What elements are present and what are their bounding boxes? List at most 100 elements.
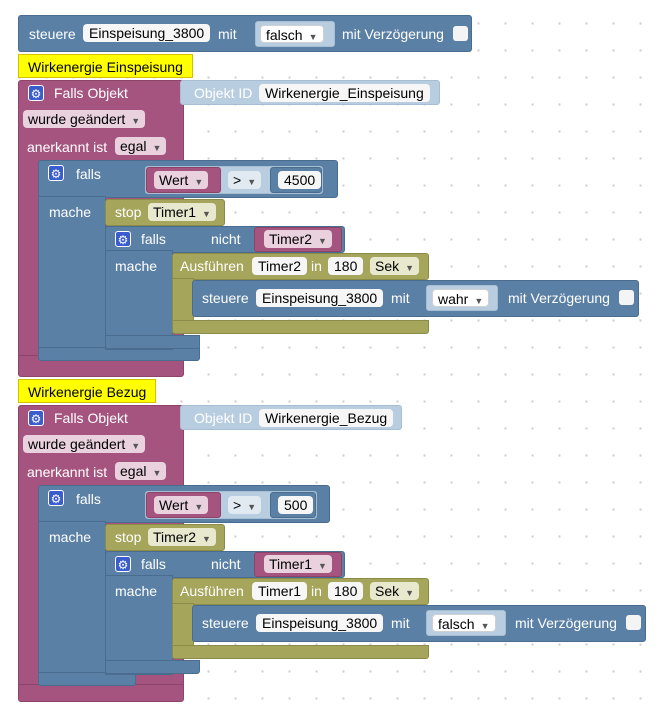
- number-field[interactable]: 500: [278, 496, 314, 514]
- dropdown-arrow-icon: ▼: [405, 263, 415, 273]
- objekt-id-field[interactable]: Wirkenergie_Bezug: [259, 409, 394, 427]
- dropdown-arrow-icon: ▼: [474, 296, 484, 306]
- mit-label: mit: [391, 615, 410, 631]
- dropdown-arrow-icon: ▼: [194, 177, 204, 187]
- target-object-field[interactable]: Einspeisung_3800: [83, 24, 211, 42]
- amount-field[interactable]: 180: [328, 257, 364, 275]
- acknowledged-label: anerkannt ist: [27, 139, 108, 155]
- gear-icon[interactable]: ⚙: [28, 85, 44, 101]
- wert-dropdown[interactable]: Wert ▼: [154, 496, 209, 514]
- not-timer-dropdown[interactable]: Timer1 ▼: [264, 555, 332, 573]
- dropdown-arrow-icon: ▼: [405, 588, 415, 598]
- operator-text: >: [233, 497, 242, 513]
- control-value-dropdown[interactable]: falsch ▼: [432, 614, 496, 632]
- changed-text: wurde geändert: [28, 111, 126, 127]
- run-block-2-bottom: [172, 645, 429, 659]
- stop-timer-text: Timer2: [153, 529, 197, 545]
- delay-label: mit Verzögerung: [342, 26, 444, 42]
- checkbox-icon[interactable]: [619, 290, 634, 305]
- top-control-block[interactable]: steuere Einspeisung_3800 mit falsch▼ mit…: [18, 15, 472, 52]
- mit-label: mit: [391, 290, 410, 306]
- amount-field[interactable]: 180: [328, 582, 364, 600]
- falls-objekt-label: Falls Objekt: [54, 85, 128, 101]
- not-timer-text: Timer2: [269, 231, 313, 247]
- falls-label: falls: [141, 556, 166, 572]
- mache-label: mache: [49, 529, 92, 545]
- falls-label: falls: [141, 231, 166, 247]
- objekt-id-label: Objekt ID: [194, 410, 253, 426]
- acknowledged-text: egal: [120, 138, 147, 154]
- run-timer-field[interactable]: Timer1: [252, 582, 308, 600]
- dropdown-arrow-icon: ▼: [202, 534, 211, 544]
- if-block-1-arm: [38, 196, 106, 360]
- stop-label: stop: [115, 204, 142, 220]
- dropdown-arrow-icon: ▼: [247, 177, 257, 187]
- dropdown-arrow-icon: ▼: [318, 561, 327, 571]
- stop-timer-text: Timer1: [153, 204, 197, 220]
- number-field[interactable]: 4500: [278, 171, 322, 189]
- comment-bubble-1[interactable]: Wirkenergie Einspeisung: [18, 54, 193, 78]
- changed-dropdown[interactable]: wurde geändert ▼: [23, 435, 146, 453]
- if-not-block-2-bottom: [105, 660, 200, 674]
- falls-objekt-label: Falls Objekt: [54, 410, 128, 426]
- dropdown-arrow-icon: ▼: [194, 502, 204, 512]
- gear-icon[interactable]: ⚙: [28, 410, 44, 426]
- steuere-label: steuere: [202, 290, 249, 306]
- changed-text: wurde geändert: [28, 436, 126, 452]
- checkbox-icon[interactable]: [453, 26, 468, 41]
- wert-dropdown[interactable]: Wert▼: [154, 171, 209, 189]
- value-text: falsch: [266, 27, 303, 43]
- delay-label: mit Verzögerung: [508, 290, 610, 306]
- wert-text: Wert: [159, 497, 189, 513]
- dropdown-arrow-icon: ▼: [308, 32, 318, 42]
- dropdown-arrow-icon: ▼: [318, 236, 327, 246]
- if-not-block-1-arm: [105, 250, 173, 350]
- gear-icon[interactable]: ⚙: [48, 165, 64, 181]
- mache-label: mache: [49, 204, 92, 220]
- not-timer-dropdown[interactable]: Timer2 ▼: [264, 230, 332, 248]
- dropdown-arrow-icon: ▼: [131, 441, 141, 451]
- nicht-label: nicht: [211, 556, 241, 572]
- operator-dropdown[interactable]: >▼: [228, 171, 262, 189]
- trigger-bottom-2: [18, 684, 184, 702]
- dropdown-arrow-icon: ▼: [480, 621, 490, 631]
- dropdown-arrow-icon: ▼: [247, 502, 257, 512]
- nicht-label: nicht: [211, 231, 241, 247]
- steuere-label: steuere: [202, 615, 249, 631]
- dropdown-arrow-icon: ▼: [152, 143, 162, 153]
- control-target-field[interactable]: Einspeisung_3800: [256, 614, 384, 632]
- stop-timer-dropdown[interactable]: Timer1▼: [148, 203, 216, 221]
- stop-label: stop: [115, 529, 142, 545]
- gear-icon[interactable]: ⚙: [115, 556, 131, 572]
- checkbox-icon[interactable]: [626, 615, 641, 630]
- delay-label: mit Verzögerung: [515, 615, 617, 631]
- gear-icon[interactable]: ⚙: [115, 231, 131, 247]
- if-block-2-bottom: [38, 672, 136, 686]
- control-target-field[interactable]: Einspeisung_3800: [256, 289, 384, 307]
- acknowledged-dropdown[interactable]: egal ▼: [115, 137, 167, 155]
- objekt-id-field[interactable]: Wirkenergie_Einspeisung: [259, 84, 430, 102]
- control-value-text: wahr: [438, 291, 469, 307]
- acknowledged-label: anerkannt ist: [27, 464, 108, 480]
- changed-dropdown[interactable]: wurde geändert▼: [23, 110, 146, 128]
- run-label: Ausführen: [180, 583, 244, 599]
- in-label: in: [311, 583, 322, 599]
- not-timer-text: Timer1: [269, 556, 313, 572]
- control-value-text: falsch: [438, 616, 475, 632]
- acknowledged-dropdown[interactable]: egal ▼: [115, 462, 167, 480]
- value-dropdown[interactable]: falsch ▼: [260, 25, 324, 43]
- in-label: in: [311, 258, 322, 274]
- dropdown-arrow-icon: ▼: [152, 468, 162, 478]
- acknowledged-text: egal: [120, 463, 147, 479]
- operator-dropdown[interactable]: >▼: [228, 496, 262, 514]
- run-timer-field[interactable]: Timer2: [252, 257, 308, 275]
- comment-bubble-2[interactable]: Wirkenergie Bezug: [18, 379, 157, 403]
- stop-timer-dropdown[interactable]: Timer2 ▼: [148, 528, 216, 546]
- unit-text: Sek: [375, 258, 400, 274]
- mit-label: mit: [218, 26, 237, 42]
- unit-dropdown[interactable]: Sek▼: [370, 582, 420, 600]
- unit-dropdown[interactable]: Sek ▼: [370, 257, 420, 275]
- mache-label: mache: [115, 583, 158, 599]
- control-value-dropdown[interactable]: wahr ▼: [432, 289, 490, 307]
- gear-icon[interactable]: ⚙: [48, 490, 64, 506]
